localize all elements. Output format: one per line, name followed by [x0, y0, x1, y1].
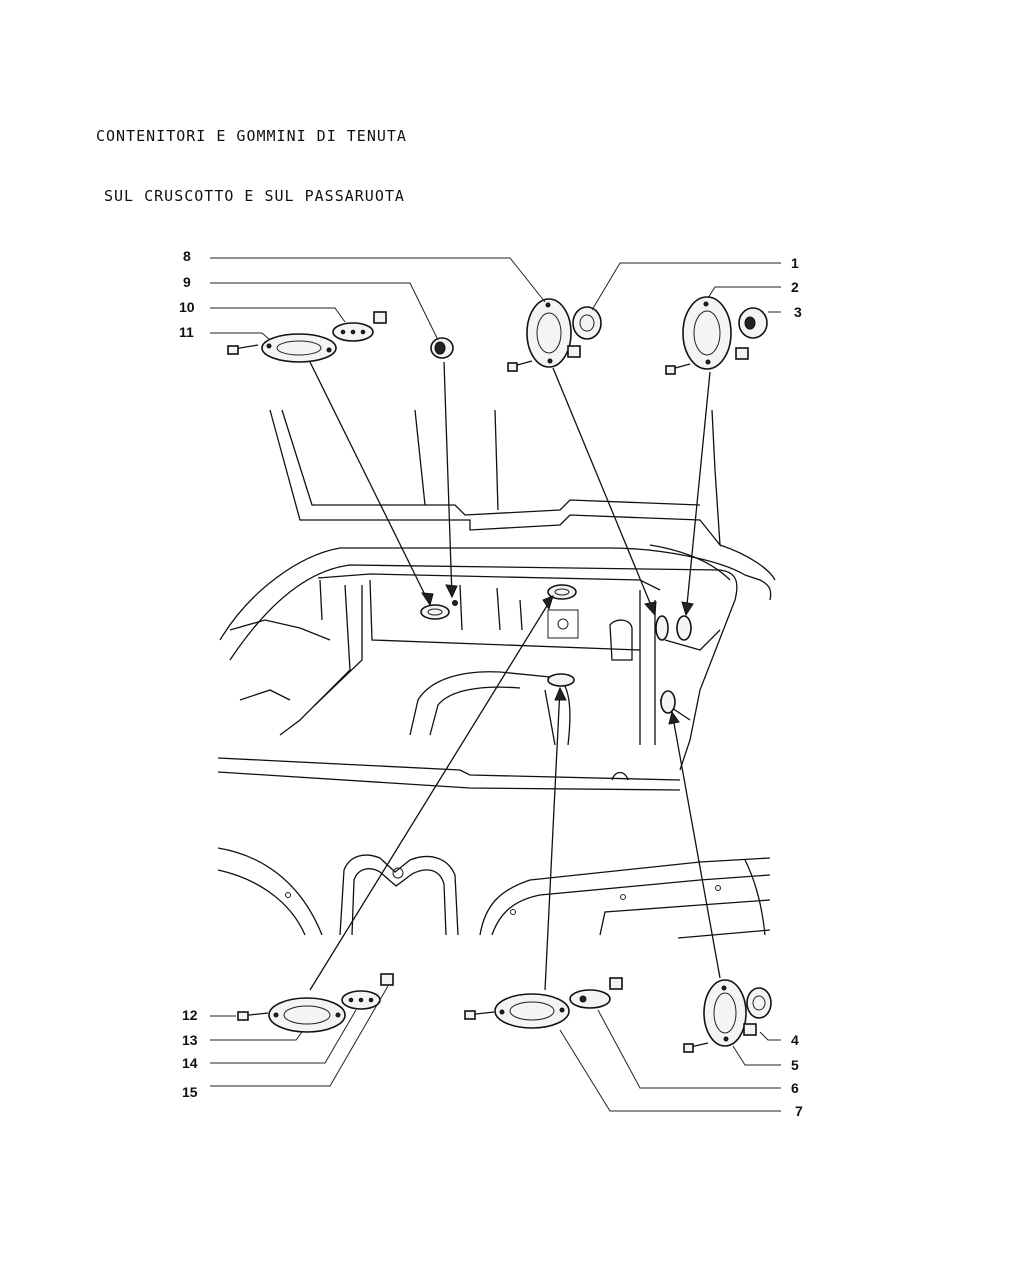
callout-10: 10: [179, 299, 195, 315]
grommet-installed-c: [547, 673, 575, 687]
screw-head-8: [507, 362, 518, 372]
clip-6: [609, 977, 623, 990]
callout-1: 1: [791, 255, 799, 271]
screw-7: [464, 1010, 476, 1020]
part-group-8: [507, 298, 602, 372]
callout-8: 8: [183, 248, 191, 264]
part-group-2: [665, 296, 768, 375]
callout-9: 9: [183, 274, 191, 290]
callout-14: 14: [182, 1055, 198, 1071]
callout-13: 13: [182, 1032, 198, 1048]
grommet-installed-f: [660, 690, 676, 714]
drawing-title: CONTENITORI E GOMMINI DI TENUTA SUL CRUS…: [96, 86, 407, 246]
part-group-11: [227, 311, 387, 363]
part-group-7: [464, 977, 623, 1029]
container-5: [703, 979, 747, 1047]
callout-2: 2: [791, 279, 799, 295]
clip-4: [743, 1023, 757, 1036]
screw-head-11: [227, 345, 239, 355]
grommet-installed-d: [655, 615, 669, 641]
callout-11: 11: [179, 324, 194, 340]
callout-7: 7: [795, 1103, 803, 1119]
grommet-installed-e: [676, 615, 692, 641]
part-group-13: [237, 973, 394, 1033]
clip-2: [735, 347, 749, 360]
grommet-1: [572, 306, 602, 340]
callout-3: 3: [794, 304, 802, 320]
callout-15: 15: [182, 1084, 198, 1100]
container-2: [682, 296, 732, 370]
screw-head-2: [665, 365, 676, 375]
car-body-outline: [217, 409, 776, 939]
grommet-installed-a: [420, 604, 450, 620]
title-line-2: SUL CRUSCOTTO E SUL PASSARUOTA: [104, 187, 405, 205]
installed-grommets: [420, 584, 692, 714]
container-plate-7: [494, 993, 570, 1029]
part-group-9: [430, 337, 454, 359]
callout-4: 4: [791, 1032, 799, 1048]
container-8: [526, 298, 572, 368]
grommet-4: [746, 987, 772, 1019]
callout-12: 12: [182, 1007, 198, 1023]
screw-5: [683, 1043, 694, 1053]
callout-numbers: 8 9 10 11 1 2 3 12 13 14 15 4 5 6 7: [179, 248, 803, 1119]
grommet-installed-b: [547, 584, 577, 600]
container-plate-11: [261, 333, 337, 363]
arrow-heads: [421, 584, 694, 725]
callout-6: 6: [791, 1080, 799, 1096]
title-line-1: CONTENITORI E GOMMINI DI TENUTA: [96, 127, 407, 145]
gasket-6: [569, 989, 611, 1009]
clip-8: [567, 345, 581, 358]
clip-15: [380, 973, 394, 986]
screw-12: [237, 1011, 249, 1021]
clip-10: [373, 311, 387, 324]
callout-5: 5: [791, 1057, 799, 1073]
container-plate-13: [268, 997, 346, 1033]
leader-lines: [210, 257, 781, 1112]
part-group-5: [683, 979, 772, 1053]
